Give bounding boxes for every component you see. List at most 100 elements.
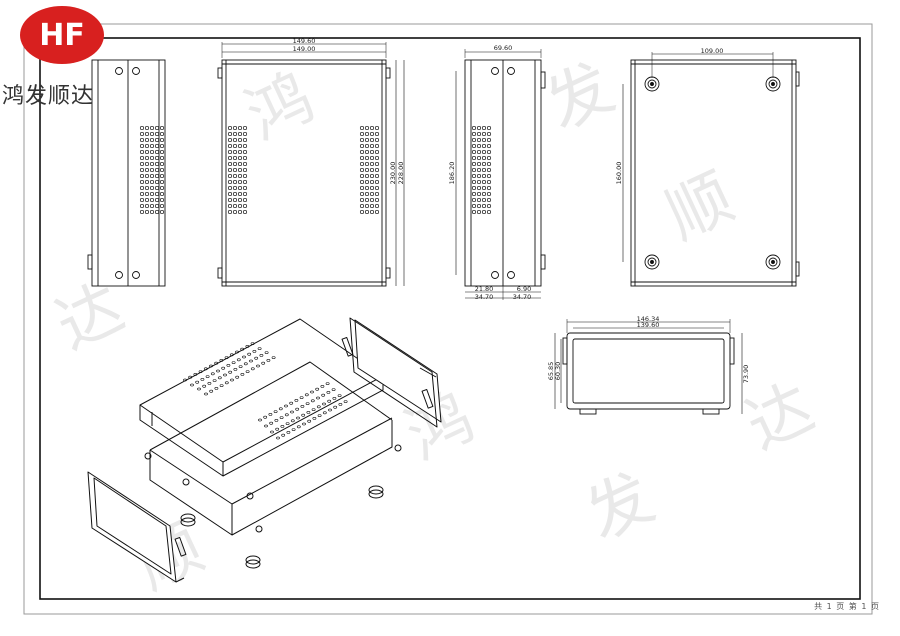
vent-hole (159, 143, 165, 149)
vent-hole (471, 179, 477, 185)
vent-hole (243, 362, 248, 366)
vent-hole (227, 125, 233, 131)
vent-hole (374, 191, 380, 197)
vent-hole (310, 399, 315, 403)
vent-hole (139, 179, 145, 185)
vent-hole (224, 356, 229, 360)
vent-hole (217, 376, 222, 380)
company-logo: HF (20, 6, 104, 64)
vent-hole (149, 167, 155, 173)
vent-hole (203, 367, 208, 371)
vent-hole (364, 191, 370, 197)
vent-hole (219, 358, 224, 362)
vent-hole (364, 197, 370, 203)
vent-hole (232, 125, 238, 131)
vent-hole (481, 137, 487, 143)
vent-hole (278, 407, 283, 411)
vent-hole (374, 125, 380, 131)
vent-hole (337, 394, 342, 398)
vent-hole (254, 356, 259, 360)
foot-bl (644, 254, 660, 270)
vent-hole (481, 179, 487, 185)
vent-hole (212, 379, 217, 383)
vent-hole (139, 149, 145, 155)
vent-hole (486, 209, 492, 215)
vent-hole (139, 143, 145, 149)
vent-hole (242, 149, 248, 155)
vent-hole (249, 359, 253, 363)
vent-hole (364, 131, 370, 137)
vent-hole (227, 173, 233, 179)
vent-hole (364, 179, 370, 185)
vent-hole (481, 209, 487, 215)
vent-hole (364, 173, 370, 179)
vent-hole (219, 384, 224, 388)
front-width-outer: 149.60 (293, 37, 316, 45)
rear-panel (87, 471, 187, 583)
vent-hole (296, 425, 301, 429)
vent-hole (144, 209, 150, 215)
front-height-outer: 230.00 (389, 162, 397, 185)
vent-hole (227, 191, 233, 197)
vent-hole (149, 185, 155, 191)
vent-hole (310, 390, 314, 394)
outer-frame (23, 23, 873, 615)
vent-hole (237, 173, 243, 179)
vent-hole (316, 405, 321, 409)
vent-hole (139, 161, 145, 167)
vent-hole (471, 209, 477, 215)
vent-hole (359, 161, 365, 167)
vent-hole (237, 161, 243, 167)
vent-hole (224, 381, 229, 385)
vent-hole (481, 191, 487, 197)
vent-hole (374, 167, 380, 173)
vent-hole (258, 418, 262, 422)
vent-hole (232, 143, 238, 149)
vent-hole (374, 173, 380, 179)
vent-hole (276, 436, 280, 440)
vent-hole (231, 361, 236, 365)
vent-hole (369, 167, 375, 173)
front-width-inner: 149.00 (293, 45, 316, 53)
vent-hole (481, 161, 487, 167)
vent-hole (289, 401, 294, 405)
vent-hole (190, 383, 194, 387)
vent-hole (312, 416, 317, 420)
vent-hole (369, 137, 375, 143)
vent-hole (273, 410, 278, 414)
vent-hole (486, 131, 492, 137)
vent-hole (242, 209, 248, 215)
vent-hole (235, 375, 240, 379)
top-cover (139, 318, 384, 486)
vent-hole (204, 392, 208, 396)
vent-hole (286, 430, 291, 434)
vent-hole (232, 191, 238, 197)
vent-hole (149, 197, 155, 203)
vent-hole (237, 167, 243, 173)
vent-hole (359, 143, 365, 149)
vent-hole (374, 197, 380, 203)
vent-hole (139, 197, 145, 203)
watermark-char-6: 发 (575, 460, 664, 554)
vent-hole (154, 167, 160, 173)
vent-hole (193, 372, 198, 376)
vent-hole (364, 155, 370, 161)
vent-hole (200, 377, 205, 381)
vent-hole (154, 203, 160, 209)
watermark-char-4: 达 (45, 270, 134, 364)
vent-hole (486, 191, 492, 197)
vent-hole (159, 167, 165, 173)
vent-hole (149, 173, 155, 179)
vent-hole (227, 179, 233, 185)
vent-hole (227, 161, 233, 167)
vent-hole (159, 173, 165, 179)
vent-hole (159, 149, 165, 155)
vent-hole (299, 396, 304, 400)
bottom-chassis (144, 361, 402, 569)
vent-hole (256, 364, 260, 368)
vent-hole (229, 353, 234, 357)
vent-hole (245, 344, 250, 348)
vent-hole (481, 131, 487, 137)
vent-hole (237, 185, 243, 191)
vent-hole (144, 155, 150, 161)
